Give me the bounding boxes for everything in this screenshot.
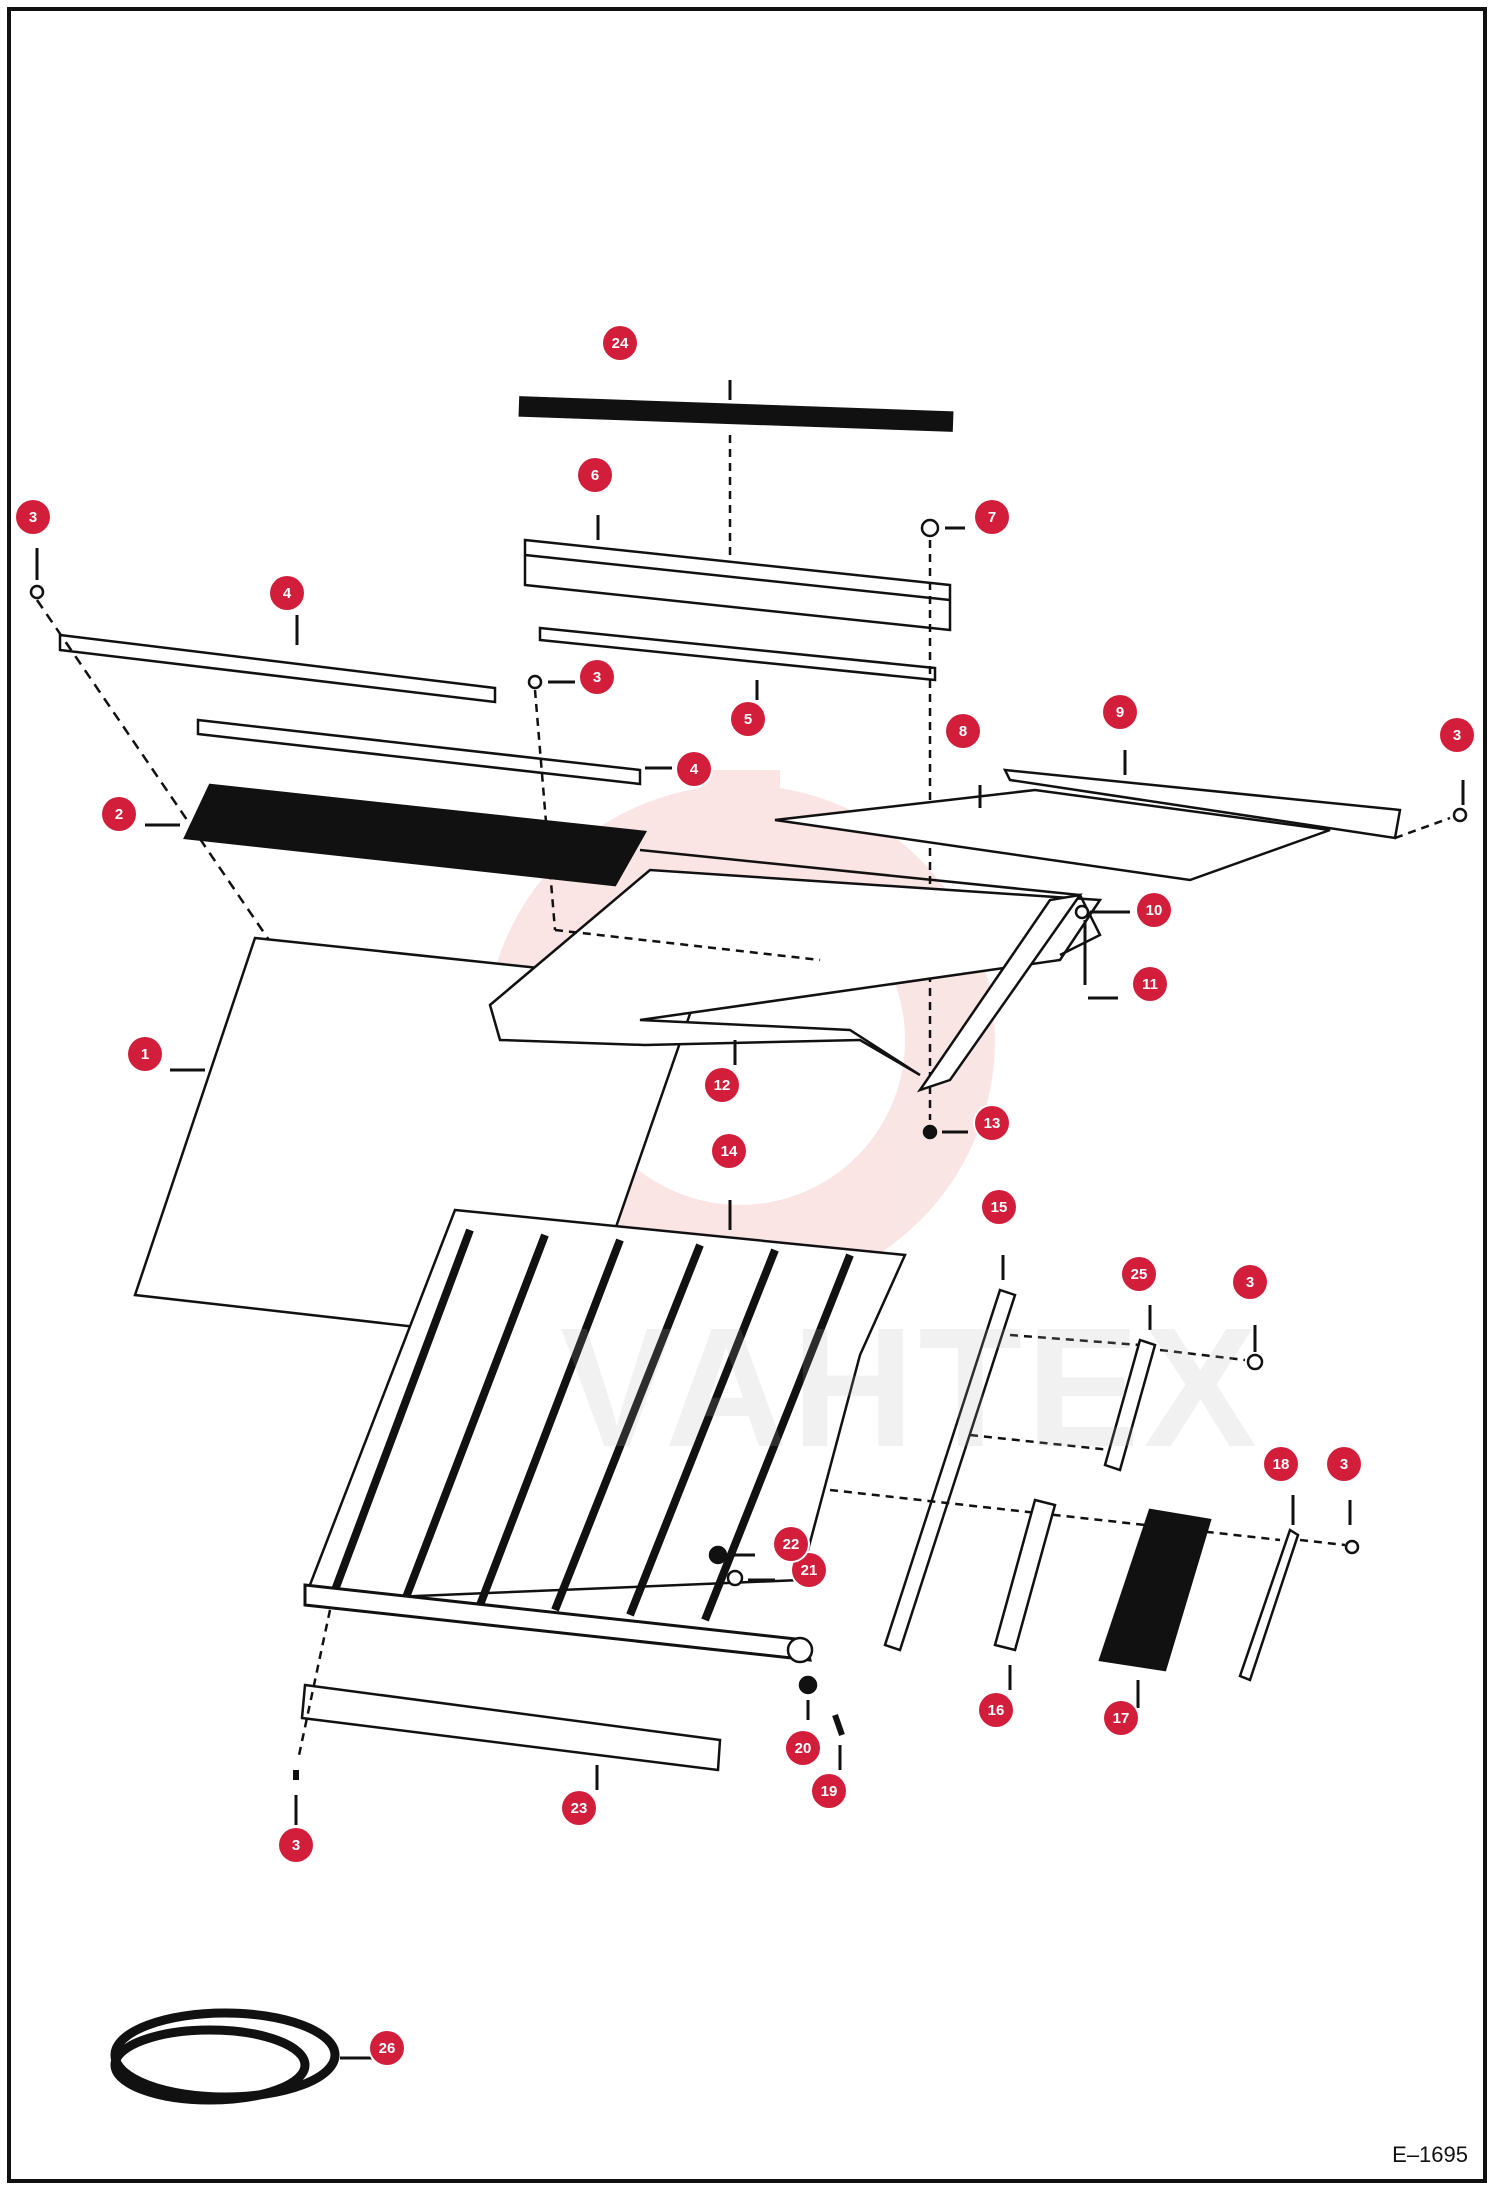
part-5-strip: [538, 626, 937, 682]
callout-7[interactable]: 7: [975, 500, 1009, 534]
callout-26[interactable]: 26: [370, 2031, 404, 2065]
watermark-text: VAHTEX: [560, 1293, 1261, 1483]
figure-code: E–1695: [1392, 2142, 1468, 2167]
callout-15[interactable]: 15: [982, 1190, 1016, 1224]
callout-25[interactable]: 25: [1122, 1257, 1156, 1291]
callout-13[interactable]: 13: [975, 1106, 1009, 1140]
part-15-angle: [883, 1288, 1017, 1652]
callout-24[interactable]: 24: [603, 326, 637, 360]
callout-9[interactable]: 9: [1103, 695, 1137, 729]
part-8-plate: [774, 788, 1331, 882]
part-16-strip: [993, 1498, 1057, 1652]
callout-5[interactable]: 5: [731, 702, 765, 736]
callout-17[interactable]: 17: [1104, 1701, 1138, 1735]
callout-4[interactable]: 4: [677, 752, 711, 786]
part-26-hose-coil: [110, 2008, 340, 2105]
callout-20[interactable]: 20: [786, 1731, 820, 1765]
part-23-angle: [300, 1683, 722, 1772]
callout-23[interactable]: 23: [562, 1791, 596, 1825]
callout-8[interactable]: 8: [946, 714, 980, 748]
callout-14[interactable]: 14: [712, 1134, 746, 1168]
callout-3[interactable]: 3: [279, 1828, 313, 1862]
part-6-angle-bracket: [523, 538, 952, 632]
part-2-rubber-flap: [183, 783, 648, 887]
callout-22[interactable]: 22: [774, 1527, 808, 1561]
part-4-lower-strip: [196, 718, 642, 786]
callout-3[interactable]: 3: [580, 660, 614, 694]
part-7-nut: [920, 518, 940, 538]
callout-19[interactable]: 19: [812, 1774, 846, 1808]
callout-3[interactable]: 3: [16, 500, 50, 534]
part-17-rubber-pad: [1098, 1508, 1212, 1672]
callout-2[interactable]: 2: [102, 797, 136, 831]
callout-4[interactable]: 4: [270, 576, 304, 610]
callout-3[interactable]: 3: [1233, 1265, 1267, 1299]
callout-16[interactable]: 16: [979, 1693, 1013, 1727]
callout-3[interactable]: 3: [1440, 718, 1474, 752]
callout-12[interactable]: 12: [705, 1068, 739, 1102]
part-12-frame: [488, 868, 1103, 1077]
part-25-bracket: [1103, 1338, 1157, 1472]
callout-11[interactable]: 11: [1133, 967, 1167, 1001]
callout-18[interactable]: 18: [1264, 1447, 1298, 1481]
callout-6[interactable]: 6: [578, 458, 612, 492]
part-24-rubber-strip: [518, 396, 954, 432]
callout-10[interactable]: 10: [1137, 893, 1171, 927]
callout-3[interactable]: 3: [1327, 1447, 1361, 1481]
callout-1[interactable]: 1: [128, 1037, 162, 1071]
part-4-upper-strip: [58, 633, 497, 704]
part-18-bracket: [1238, 1528, 1300, 1682]
